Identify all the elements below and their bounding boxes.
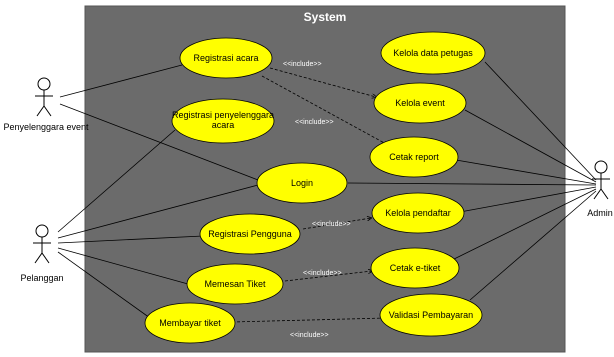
usecase-cetak-etiket: Cetak e-tiket — [370, 247, 460, 289]
actor-admin — [592, 160, 610, 200]
assoc-penyelenggara-registrasi-acara — [59, 64, 183, 98]
include-line-1 — [269, 67, 376, 97]
actor-label-admin: Admin — [587, 208, 613, 218]
assoc-pelanggan-registrasi-pengguna — [57, 235, 204, 244]
svg-text:Kelola data petugas: Kelola data petugas — [393, 48, 473, 58]
include-lines — [231, 67, 388, 323]
usecase-login: Login — [256, 162, 348, 204]
actor-label-pelanggan: Pelanggan — [20, 273, 63, 283]
svg-text:Registrasi penyelenggara: Registrasi penyelenggara — [172, 110, 274, 120]
usecase-membayar-tiket: Membayar tiket — [144, 302, 236, 344]
assoc-admin-kelola-pendaftar — [459, 186, 597, 213]
include-label-1: <<include>> — [283, 61, 322, 68]
usecase-cetak-report: Cetak report — [369, 136, 459, 178]
include-label-2: <<include>> — [295, 119, 334, 126]
assoc-penyelenggara-login — [59, 103, 259, 181]
usecase-memesan-tiket: Memesan Tiket — [186, 263, 284, 305]
actor-head — [594, 160, 608, 174]
association-lines — [57, 61, 597, 319]
assoc-pelanggan-login — [57, 184, 259, 239]
svg-text:Cetak e-tiket: Cetak e-tiket — [390, 263, 441, 273]
actor-head — [37, 77, 51, 91]
include-line-3 — [302, 218, 371, 230]
include-label-4: <<include>> — [303, 270, 342, 277]
svg-text:acara: acara — [212, 120, 235, 130]
svg-text:Kelola event: Kelola event — [395, 98, 445, 108]
svg-text:Login: Login — [291, 178, 313, 188]
include-label-5: <<include>> — [290, 332, 329, 339]
svg-text:Registrasi acara: Registrasi acara — [193, 53, 258, 63]
svg-text:Validasi Pembayaran: Validasi Pembayaran — [389, 310, 473, 320]
usecase-kelola-data-petugas: Kelola data petugas — [380, 31, 486, 75]
assoc-pelanggan-memesan-tiket — [57, 247, 189, 285]
svg-text:Kelola pendaftar: Kelola pendaftar — [385, 208, 451, 218]
svg-text:Memesan Tiket: Memesan Tiket — [204, 279, 266, 289]
assoc-admin-cetak-etiket — [447, 188, 597, 263]
usecase-registrasi-penyelenggara-acara: Registrasi penyelenggara acara — [171, 98, 275, 144]
usecase-kelola-event: Kelola event — [373, 82, 467, 124]
actor-label-penyelenggara: Penyelenggara event — [3, 122, 89, 132]
svg-text:Registrasi Pengguna: Registrasi Pengguna — [208, 229, 292, 239]
include-line-4 — [284, 271, 372, 282]
assoc-pelanggan-registrasi-penyelenggara — [57, 129, 176, 233]
include-line-2 — [261, 75, 388, 145]
svg-text:Membayar tiket: Membayar tiket — [159, 318, 221, 328]
assoc-admin-login — [347, 182, 597, 186]
usecase-validasi-pembayaran: Validasi Pembayaran — [379, 293, 483, 337]
svg-text:Cetak report: Cetak report — [389, 152, 439, 162]
actor-head — [35, 224, 49, 238]
include-line-5 — [231, 318, 386, 323]
actor-pelanggan — [33, 224, 51, 264]
assoc-admin-kelola-data-petugas — [484, 61, 597, 181]
usecase-registrasi-acara: Registrasi acara — [179, 37, 273, 79]
assoc-pelanggan-membayar-tiket — [57, 251, 151, 319]
assoc-admin-validasi-pembayaran — [469, 190, 597, 301]
system-title: System — [304, 10, 347, 24]
assoc-admin-cetak-report — [455, 159, 597, 185]
usecase-registrasi-pengguna: Registrasi Pengguna — [199, 213, 301, 255]
assoc-admin-kelola-event — [464, 109, 597, 183]
include-label-3: <<include>> — [312, 221, 351, 228]
usecase-kelola-pendaftar: Kelola pendaftar — [371, 192, 465, 234]
actor-penyelenggara-event — [35, 77, 53, 117]
